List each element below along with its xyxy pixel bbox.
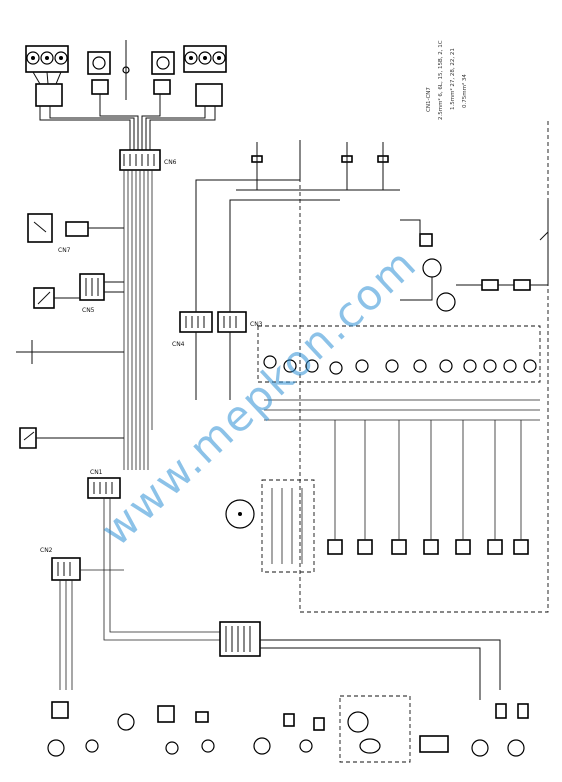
notes-block: CN1-CN7 2.5mm² 6, 6L, 15, 15B, 2, 1C 1.5… [426,40,468,120]
indicator-lamp-row [257,325,541,421]
left-connector-cn5: CN5 [79,273,124,314]
bottom-right-components [253,695,529,763]
top-center-relay-a [87,51,111,95]
top-fuse [122,40,130,100]
left-sensor [16,340,124,364]
main-vertical-bundle [123,170,153,470]
right-top-fuses [236,142,400,191]
connector-label-cn7: CN7 [58,247,71,254]
connector-label-cn6: CN6 [164,159,177,166]
top-right-terminal-block [183,45,227,107]
notes-line-3: 1.5mm² 27, 28, 22, 21 [449,48,456,110]
notes-line-4: 0.75mm² 34 [461,74,468,108]
watermark-text: www.mepkon.com [91,238,426,555]
right-relay-pair [456,200,549,291]
notes-line-1: CN1-CN7 [426,87,432,112]
right-lamps-pair [400,219,456,312]
right-switch-row [327,420,529,555]
connector-cn1-left: CN1 [87,469,121,499]
connector-cn6: CN6 [119,149,177,171]
top-left-terminal-block [25,45,69,107]
connector-cn3: CN3 [217,311,263,333]
gauge-block [225,479,315,573]
top-center-relay-b [151,51,175,95]
connector-cn4: CN4 [172,311,213,348]
connector-label-cn3: CN3 [250,321,263,328]
bottom-left-components [47,701,215,757]
panel-boundary [299,120,549,613]
connector-cn2-left: CN2 [40,547,81,581]
notes-line-2: 2.5mm² 6, 6L, 15, 15B, 2, 1C [437,40,444,120]
connector-label-cn4: CN4 [172,341,185,348]
upper-harness-trunk [39,94,216,150]
connector-label-cn1: CN1 [90,469,103,476]
connector-label-cn2: CN2 [40,547,53,554]
left-key-switch [19,427,124,449]
left-switch-2 [33,287,80,309]
connector-label-cn5: CN5 [82,307,95,314]
connector-bottom-center [219,621,501,700]
left-switch-1: CN7 [27,213,124,254]
